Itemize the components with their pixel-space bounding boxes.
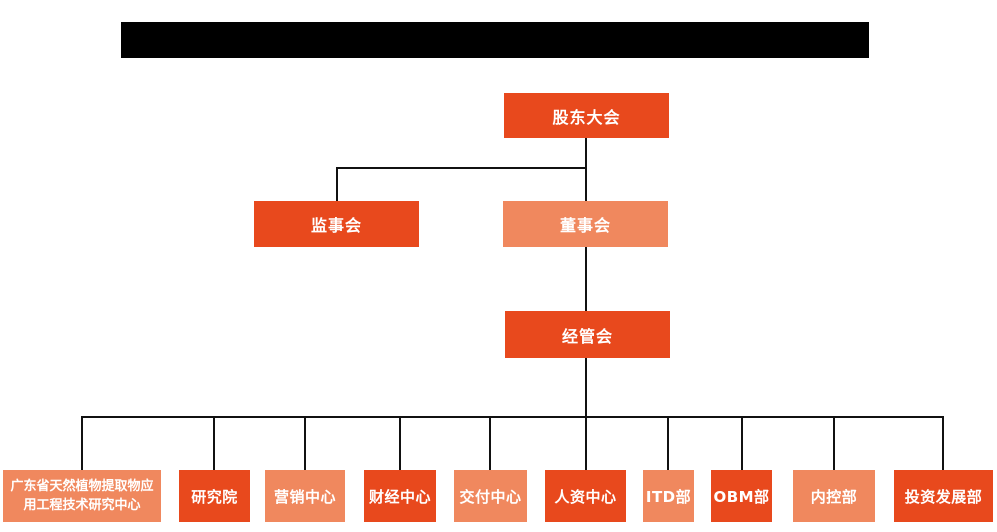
connector-line xyxy=(81,416,83,470)
connector-line xyxy=(833,416,835,470)
connector-line xyxy=(585,247,587,311)
connector-line xyxy=(942,416,944,470)
connector-line xyxy=(304,416,306,470)
org-node-board-of-directors: 董事会 xyxy=(503,201,668,247)
connector-line xyxy=(585,167,587,201)
connector-line xyxy=(81,416,944,418)
connector-line xyxy=(667,416,669,470)
org-node-itd-department: ITD部 xyxy=(643,470,694,522)
connector-line xyxy=(213,416,215,470)
connector-line xyxy=(489,416,491,470)
org-node-finance-center: 财经中心 xyxy=(364,470,436,522)
org-node-research-institute: 研究院 xyxy=(179,470,250,522)
org-node-obm-department: OBM部 xyxy=(711,470,772,522)
org-node-hr-center: 人资中心 xyxy=(545,470,626,522)
org-node-internal-control-department: 内控部 xyxy=(793,470,875,522)
connector-line xyxy=(585,416,587,470)
org-node-marketing-center: 营销中心 xyxy=(265,470,345,522)
connector-line xyxy=(741,416,743,470)
org-node-shareholders-meeting: 股东大会 xyxy=(504,93,669,138)
org-node-board-of-supervisors: 监事会 xyxy=(254,201,419,247)
connector-line xyxy=(336,167,587,169)
org-node-research-center: 广东省天然植物提取物应用工程技术研究中心 xyxy=(3,470,161,522)
connector-line xyxy=(399,416,401,470)
org-node-investment-development-department: 投资发展部 xyxy=(894,470,993,522)
connector-line xyxy=(585,357,587,418)
org-node-management-committee: 经管会 xyxy=(505,311,670,358)
redacted-title-bar xyxy=(121,22,869,58)
connector-line xyxy=(336,167,338,201)
org-node-delivery-center: 交付中心 xyxy=(454,470,527,522)
connector-line xyxy=(585,138,587,169)
